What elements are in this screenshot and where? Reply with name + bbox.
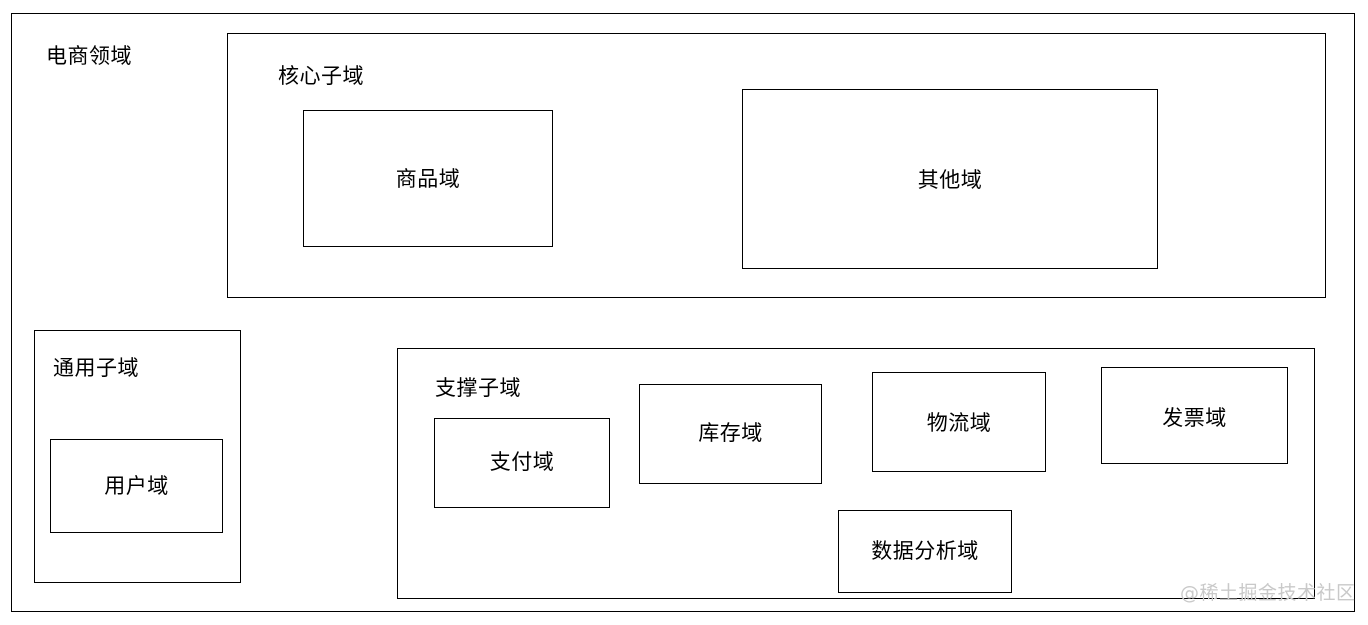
domain-analytics-box: 数据分析域 (838, 510, 1012, 593)
domain-product-label: 商品域 (395, 167, 461, 191)
domain-product-box: 商品域 (303, 110, 553, 247)
watermark-text: @稀土掘金技术社区 (1180, 582, 1356, 604)
domain-analytics-label: 数据分析域 (871, 539, 979, 563)
domain-user-label: 用户域 (104, 474, 169, 498)
domain-invoice-box: 发票域 (1101, 367, 1288, 464)
subdomain-core-label: 核心子域 (278, 64, 364, 88)
subdomain-core-box (227, 33, 1326, 298)
subdomain-supporting-label: 支撑子域 (435, 376, 521, 400)
domain-root-box (11, 13, 1355, 612)
domain-root-label: 电商领域 (46, 44, 132, 68)
domain-logistics-box: 物流域 (872, 372, 1046, 472)
domain-payment-label: 支付域 (489, 450, 555, 474)
domain-inventory-box: 库存域 (639, 384, 822, 484)
domain-user-box: 用户域 (50, 439, 223, 533)
domain-other-label: 其他域 (917, 168, 983, 192)
subdomain-supporting-box (397, 348, 1315, 599)
domain-invoice-label: 发票域 (1162, 406, 1227, 430)
domain-payment-box: 支付域 (434, 418, 610, 508)
domain-other-box: 其他域 (742, 89, 1158, 269)
domain-inventory-label: 库存域 (698, 421, 763, 445)
domain-logistics-label: 物流域 (926, 411, 992, 435)
subdomain-generic-box (34, 330, 241, 583)
subdomain-generic-label: 通用子域 (53, 356, 139, 380)
